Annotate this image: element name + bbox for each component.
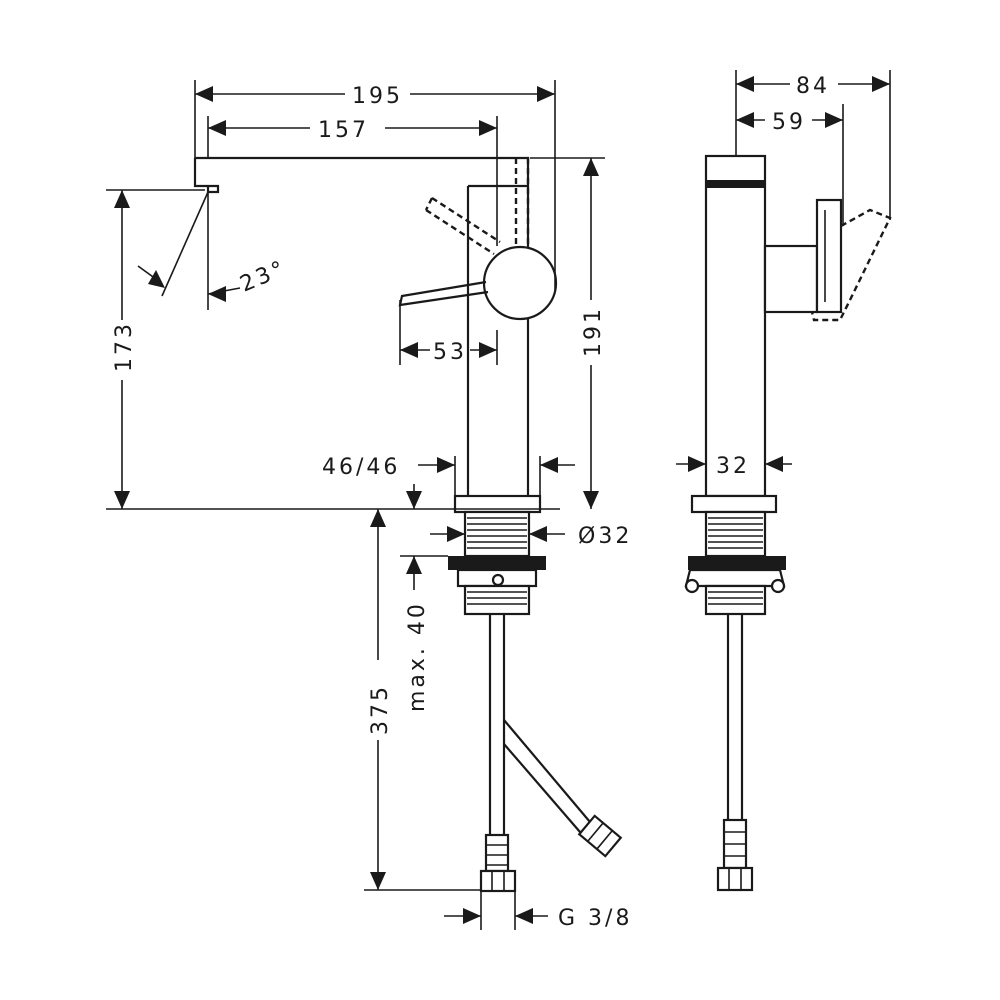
dimension-arrows bbox=[114, 76, 890, 924]
supply-hose-angled bbox=[503, 719, 591, 833]
side-hose-nut bbox=[716, 866, 754, 892]
lever-hub bbox=[482, 245, 558, 321]
side-base-plate bbox=[690, 494, 778, 514]
dim-46-46: 46/46 bbox=[322, 455, 400, 480]
side-view bbox=[684, 154, 892, 892]
side-hose bbox=[726, 614, 744, 842]
side-lever bbox=[815, 198, 843, 314]
lower-thread bbox=[463, 584, 531, 616]
dim-angle: 23° bbox=[237, 256, 291, 298]
dim-53: 53 bbox=[433, 340, 467, 365]
dim-32: 32 bbox=[716, 454, 750, 479]
spout bbox=[193, 156, 530, 194]
dim-191: 191 bbox=[581, 306, 606, 357]
dim-375: 375 bbox=[368, 684, 393, 735]
thread-lines bbox=[467, 517, 527, 549]
dim-59: 59 bbox=[772, 110, 806, 135]
dim-g38: G 3/8 bbox=[558, 906, 632, 931]
lever-alt-position bbox=[514, 158, 530, 244]
hose-nut-angled bbox=[577, 814, 623, 858]
lever-handle bbox=[398, 280, 489, 307]
dim-84: 84 bbox=[796, 74, 830, 99]
dim-diameter-32: Ø32 bbox=[578, 524, 632, 549]
faucet-body bbox=[466, 186, 530, 496]
side-lever-alt bbox=[810, 208, 892, 322]
dimension-lines bbox=[106, 70, 891, 930]
dim-195: 195 bbox=[352, 84, 403, 109]
side-fixing-bracket bbox=[684, 568, 786, 588]
dim-max-40: max. 40 bbox=[405, 601, 430, 712]
dim-173: 173 bbox=[112, 321, 137, 372]
hose-nut-straight bbox=[479, 869, 517, 893]
lever-alt-angled bbox=[424, 196, 501, 256]
supply-hose-straight bbox=[488, 614, 506, 840]
side-lever-hub bbox=[763, 244, 819, 314]
side-body bbox=[704, 154, 767, 498]
mounting-nut bbox=[448, 556, 546, 570]
dim-157: 157 bbox=[318, 118, 369, 143]
front-view bbox=[193, 156, 623, 893]
